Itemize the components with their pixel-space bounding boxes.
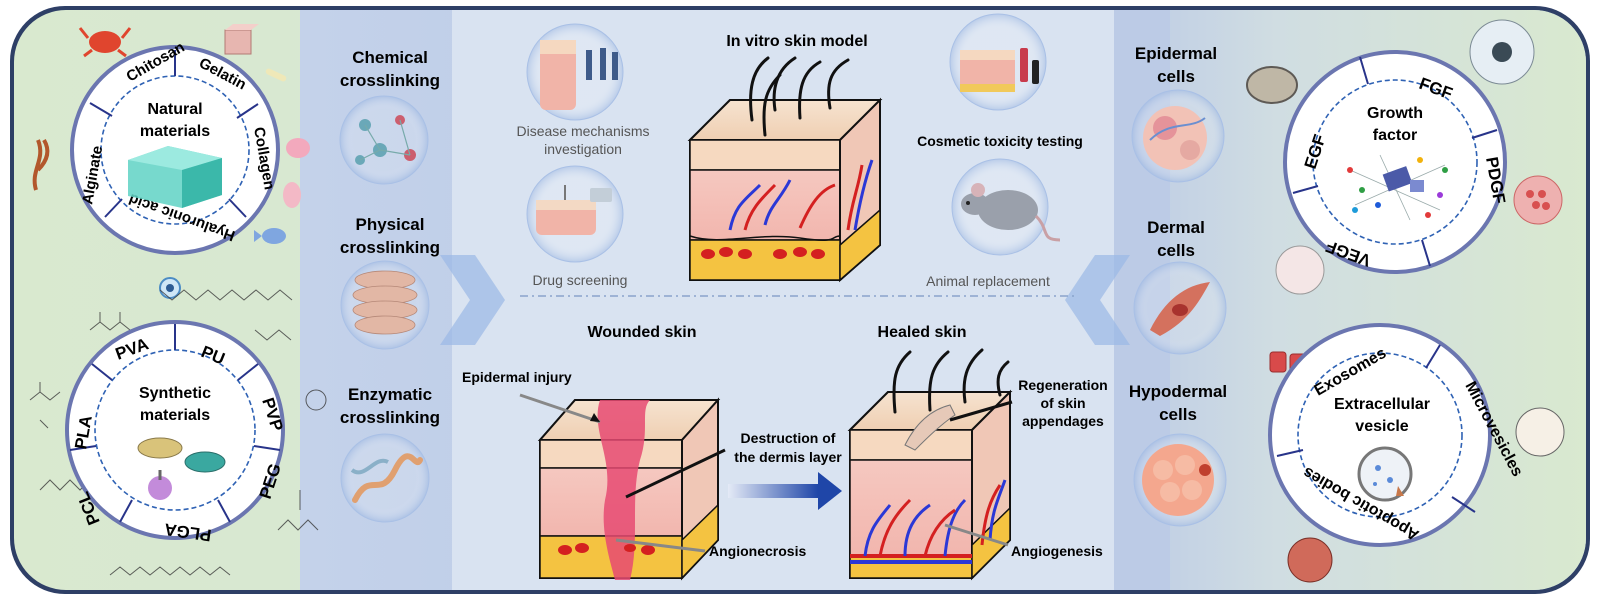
disease-mechanisms-icon — [526, 23, 624, 121]
hypodermal-label-2: cells — [1159, 405, 1197, 424]
regeneration-label-1: Regeneration — [1018, 377, 1107, 393]
growth-title-2: factor — [1373, 127, 1417, 144]
physical-label-1: Physical — [356, 215, 425, 234]
hair-strands — [749, 56, 850, 137]
chevron-left-icon — [1065, 255, 1130, 345]
enzymatic-label-1: Enzymatic — [348, 385, 432, 404]
synthetic-title-2: materials — [140, 407, 210, 424]
extracellular-vesicle-ring: Exosomes Microvesicles Apoptotic bodies … — [1268, 323, 1526, 547]
enzyme-chain-icon — [340, 433, 430, 523]
chemical-crosslinking-section: Chemical crosslinking — [339, 48, 440, 185]
vesicle-title-2: vesicle — [1355, 418, 1408, 435]
polymer-beads-icon — [137, 437, 226, 500]
growth-title-1: Growth — [1367, 105, 1423, 122]
chevron-right-icon — [440, 255, 505, 345]
wounded-title: Wounded skin — [587, 324, 696, 341]
cosmetic-testing-icon — [949, 13, 1047, 111]
destruction-label-2: the dermis layer — [734, 449, 842, 465]
wound-area — [597, 400, 650, 580]
pig-icon — [286, 138, 310, 158]
wounded-skin-cube — [537, 397, 721, 581]
epidermal-label-2: cells — [1157, 67, 1195, 86]
healing-arrow — [728, 484, 818, 498]
growth-factor-ring: FGF PDGF VEGF EGF Growth factor — [1283, 50, 1509, 274]
arrow-angionecrosis — [615, 538, 706, 553]
natural-materials-ring: Chitosan Gelatin Collagen Hyaluronic aci… — [70, 39, 280, 255]
animal-label: Animal replacement — [926, 273, 1050, 289]
angionecrosis-label: Angionecrosis — [709, 543, 806, 559]
vesicle-title-1: Extracellular — [1334, 396, 1430, 413]
physical-label-2: crosslinking — [340, 238, 440, 257]
seaweed-icon — [32, 138, 50, 191]
bone-icon — [265, 68, 287, 82]
angiogenesis-label: Angiogenesis — [1011, 543, 1103, 559]
hydrogel-block-icon — [128, 146, 222, 208]
arrow-angiogenesis — [944, 523, 1009, 547]
synthetic-title-1: Synthetic — [139, 385, 211, 402]
vesicle-icon — [1357, 446, 1413, 502]
regeneration-label-3: appendages — [1022, 413, 1104, 429]
hypodermal-label-1: Hypodermal — [1129, 382, 1227, 401]
invitro-title: In vitro skin model — [726, 33, 867, 50]
arrow-head-right-icon — [818, 472, 842, 510]
fish-icon — [254, 228, 286, 244]
dermal-label-1: Dermal — [1147, 218, 1205, 237]
chemical-label-1: Chemical — [352, 48, 428, 67]
enzymatic-crosslinking-section: Enzymatic crosslinking — [340, 385, 440, 523]
blood-vessels-red — [743, 164, 864, 231]
drug-label: Drug screening — [533, 272, 628, 288]
blood-vessels-blue — [728, 159, 874, 231]
healed-hair-strands — [892, 348, 1010, 414]
eye-icon — [159, 277, 181, 299]
arrow-dermis-destruction — [625, 448, 726, 499]
physical-crosslinking-section: Physical crosslinking — [340, 215, 440, 350]
tissue-cube-icon — [224, 24, 259, 55]
epidermal-injury-label: Epidermal injury — [462, 369, 572, 385]
crab-icon — [78, 27, 132, 58]
healed-title: Healed skin — [878, 324, 967, 341]
arrow-regeneration — [949, 400, 1013, 422]
arrow-epidermal-injury — [519, 393, 601, 424]
synthetic-materials-ring: PVA PU PVP PEG PLGA PCL PLA Synthetic ma… — [65, 320, 287, 545]
pig-standing-icon — [283, 182, 301, 208]
invitro-skin-cube — [687, 56, 883, 283]
natural-title-2: materials — [140, 123, 210, 140]
hypodermal-cells-section: Hypodermal cells — [1129, 382, 1227, 527]
epidermal-label-1: Epidermal — [1135, 44, 1217, 63]
enzymatic-label-2: crosslinking — [340, 408, 440, 427]
epidermal-cells-section: Epidermal cells — [1131, 44, 1225, 183]
natural-title-1: Natural — [147, 101, 202, 118]
cosmetic-label: Cosmetic toxicity testing — [917, 133, 1083, 149]
protein-network-icon — [1347, 154, 1448, 221]
mouse-icon — [951, 158, 1061, 256]
destruction-label-1: Destruction of — [741, 430, 836, 446]
chemical-network-icon — [339, 95, 429, 185]
disease-label-2: investigation — [544, 141, 622, 157]
chemical-label-2: crosslinking — [340, 71, 440, 90]
regeneration-label-2: of skin — [1040, 395, 1085, 411]
dermal-cells-section: Dermal cells — [1133, 218, 1227, 355]
skin-appendage — [904, 404, 956, 451]
drug-screening-icon — [526, 165, 624, 263]
disease-label-1: Disease mechanisms — [516, 123, 649, 139]
dermal-label-2: cells — [1157, 241, 1195, 260]
